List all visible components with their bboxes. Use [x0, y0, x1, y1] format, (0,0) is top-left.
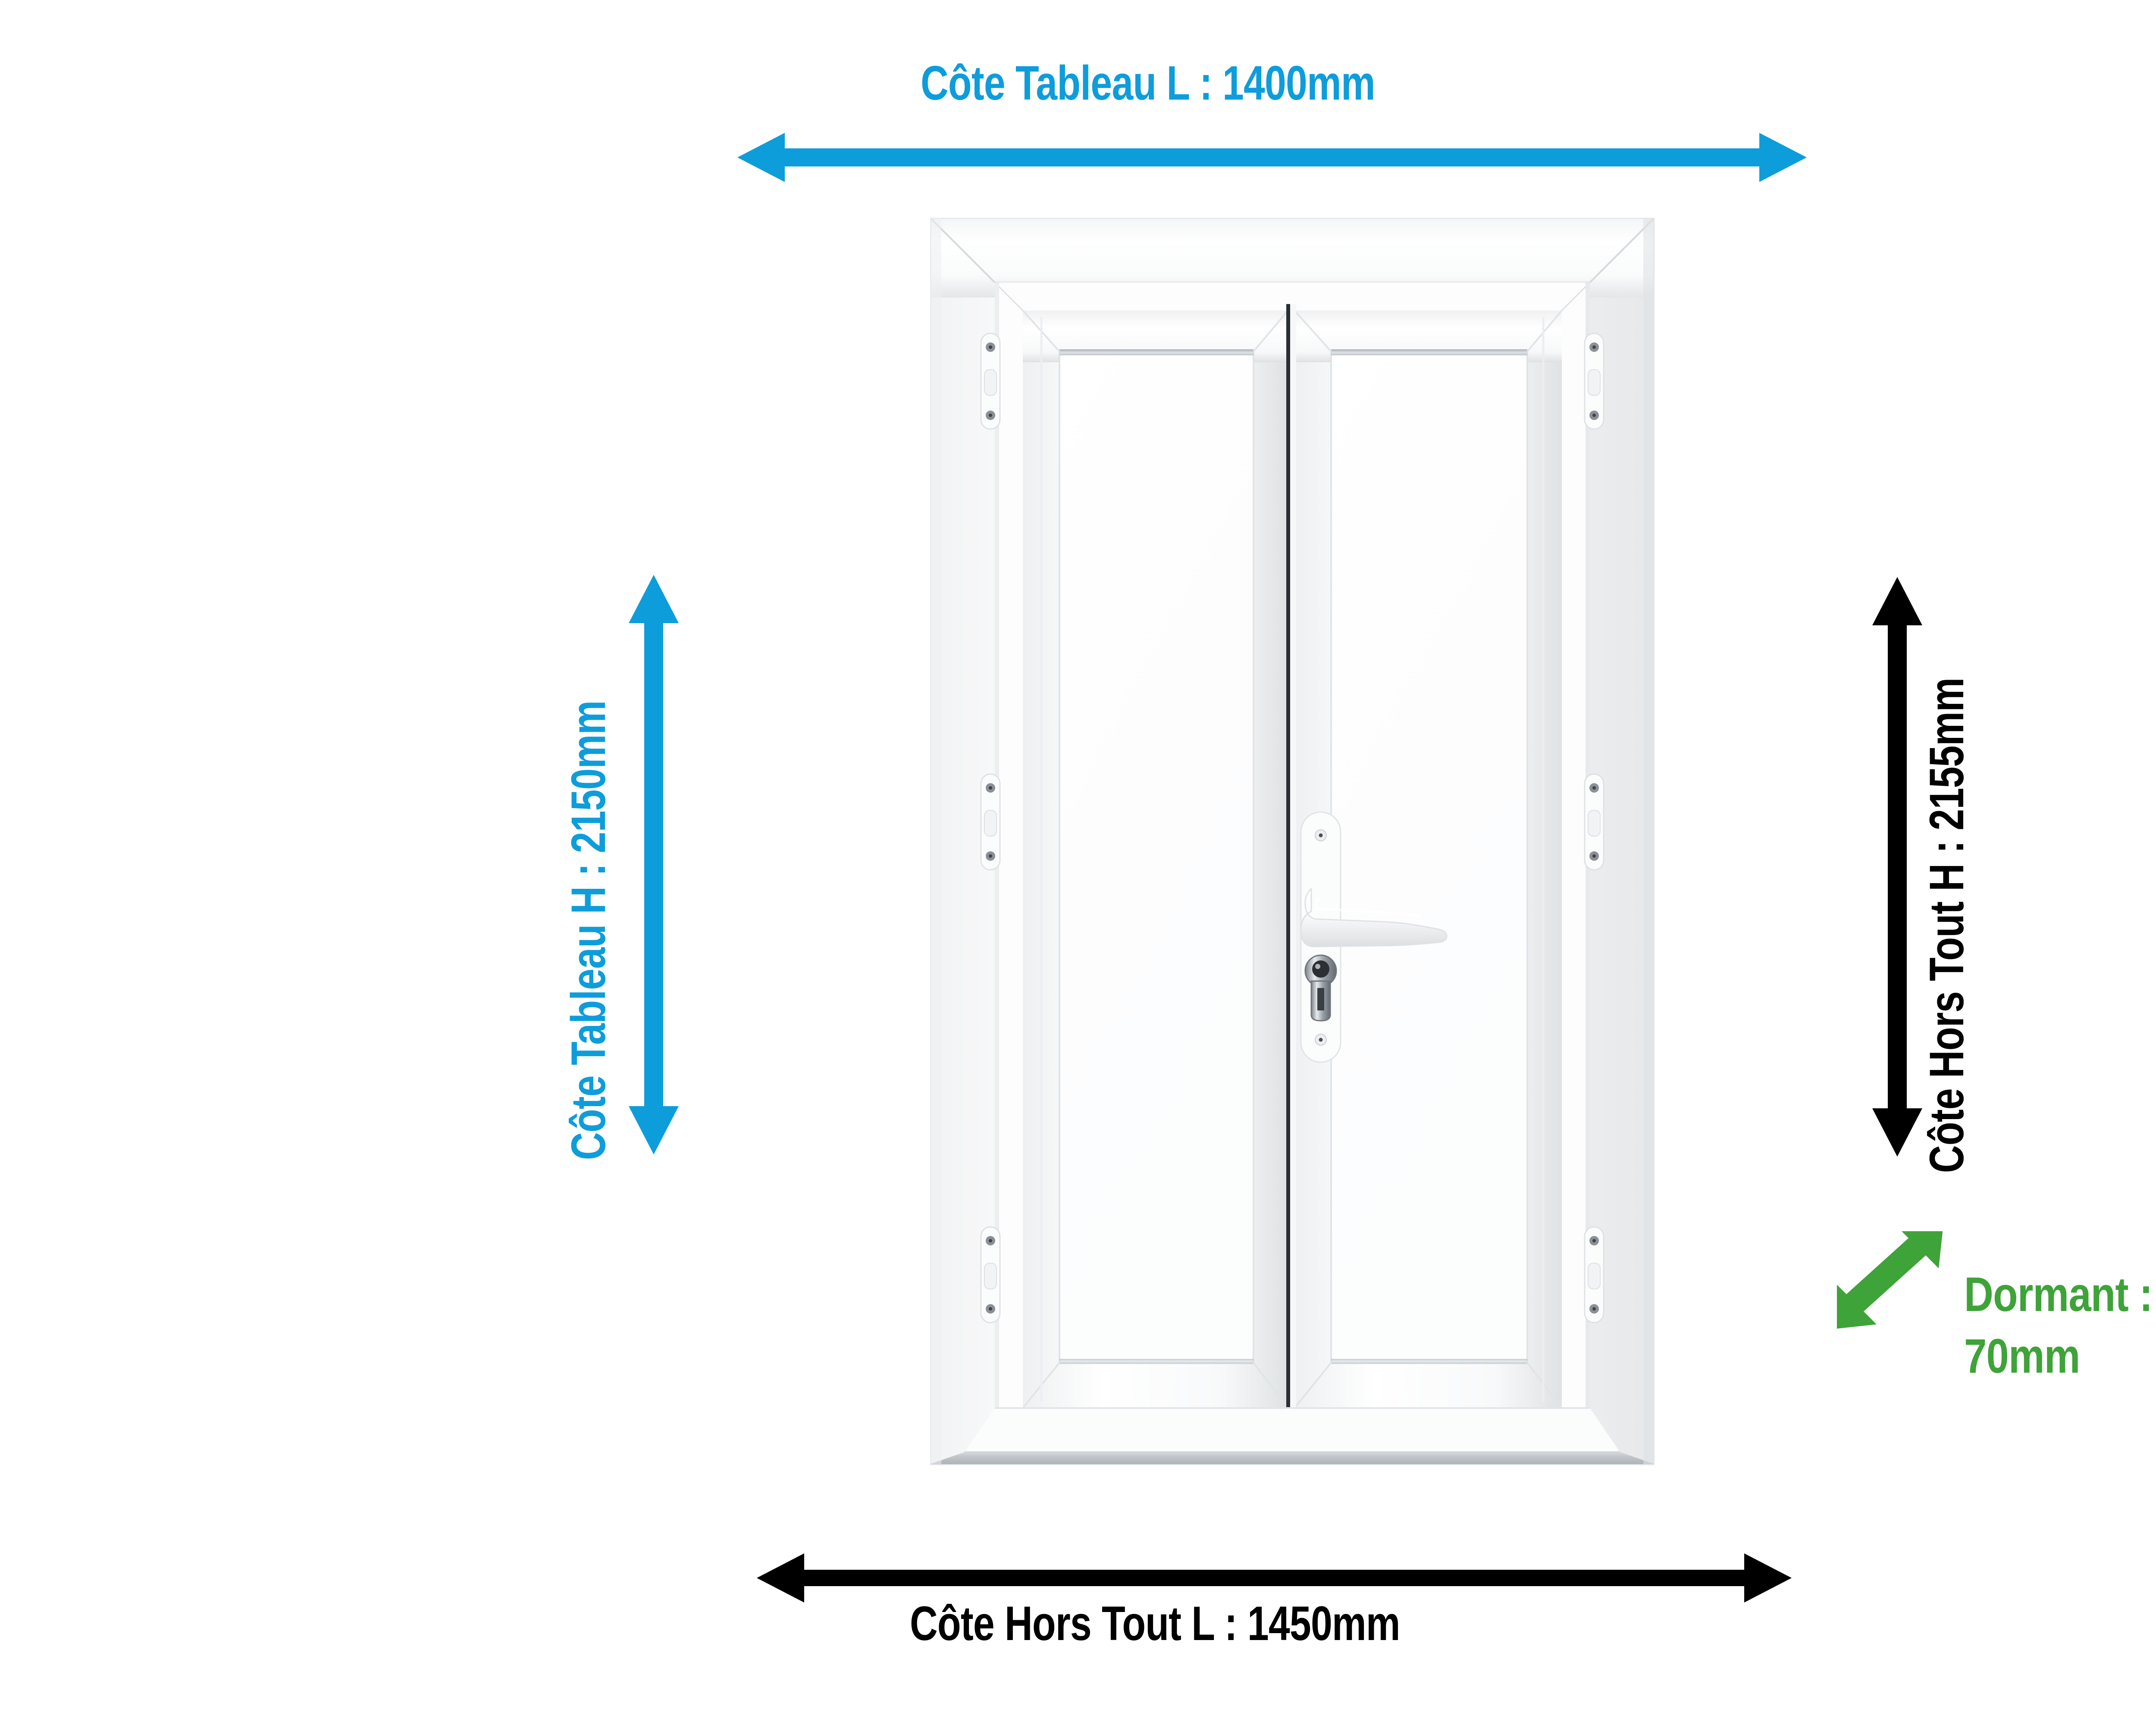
label-cote-tableau-hauteur: Côte Tableau H : 2150mm	[561, 700, 615, 1160]
hinge-right-bottom	[1584, 1226, 1604, 1324]
label-dormant-line2: 70mm	[1964, 1329, 2080, 1383]
label-cote-hors-tout-largeur: Côte Hors Tout L : 1450mm	[910, 1596, 1401, 1650]
label-cote-hors-tout-hauteur: Côte Hors Tout H : 2155mm	[1920, 677, 1974, 1173]
hinge-left-top	[980, 332, 1001, 430]
door-threshold	[930, 1407, 1655, 1464]
arrow-cote-tableau-largeur	[733, 129, 1811, 188]
arrow-dormant	[1828, 1220, 1949, 1333]
handle-lever	[1300, 887, 1448, 947]
door-leaf-left	[1022, 310, 1289, 1409]
door-handle-assembly	[1300, 811, 1448, 1063]
hinge-right-top	[1584, 332, 1604, 430]
door-meeting-stile	[1286, 304, 1296, 1408]
door-leaf-right	[1294, 310, 1563, 1409]
lock-cylinder	[1304, 954, 1337, 1022]
hinge-left-bottom	[980, 1226, 1001, 1324]
hinge-left-middle	[980, 773, 1001, 871]
arrow-cote-hors-tout-largeur	[752, 1550, 1796, 1608]
label-dormant: Dormant : 70mm	[1964, 1264, 2153, 1387]
label-cote-tableau-largeur: Côte Tableau L : 1400mm	[921, 56, 1376, 110]
hinge-right-middle	[1584, 773, 1604, 871]
label-dormant-line1: Dormant :	[1964, 1267, 2153, 1321]
arrow-cote-tableau-hauteur	[624, 571, 684, 1160]
arrow-cote-hors-tout-hauteur	[1867, 574, 1927, 1162]
door-illustration	[930, 218, 1655, 1488]
